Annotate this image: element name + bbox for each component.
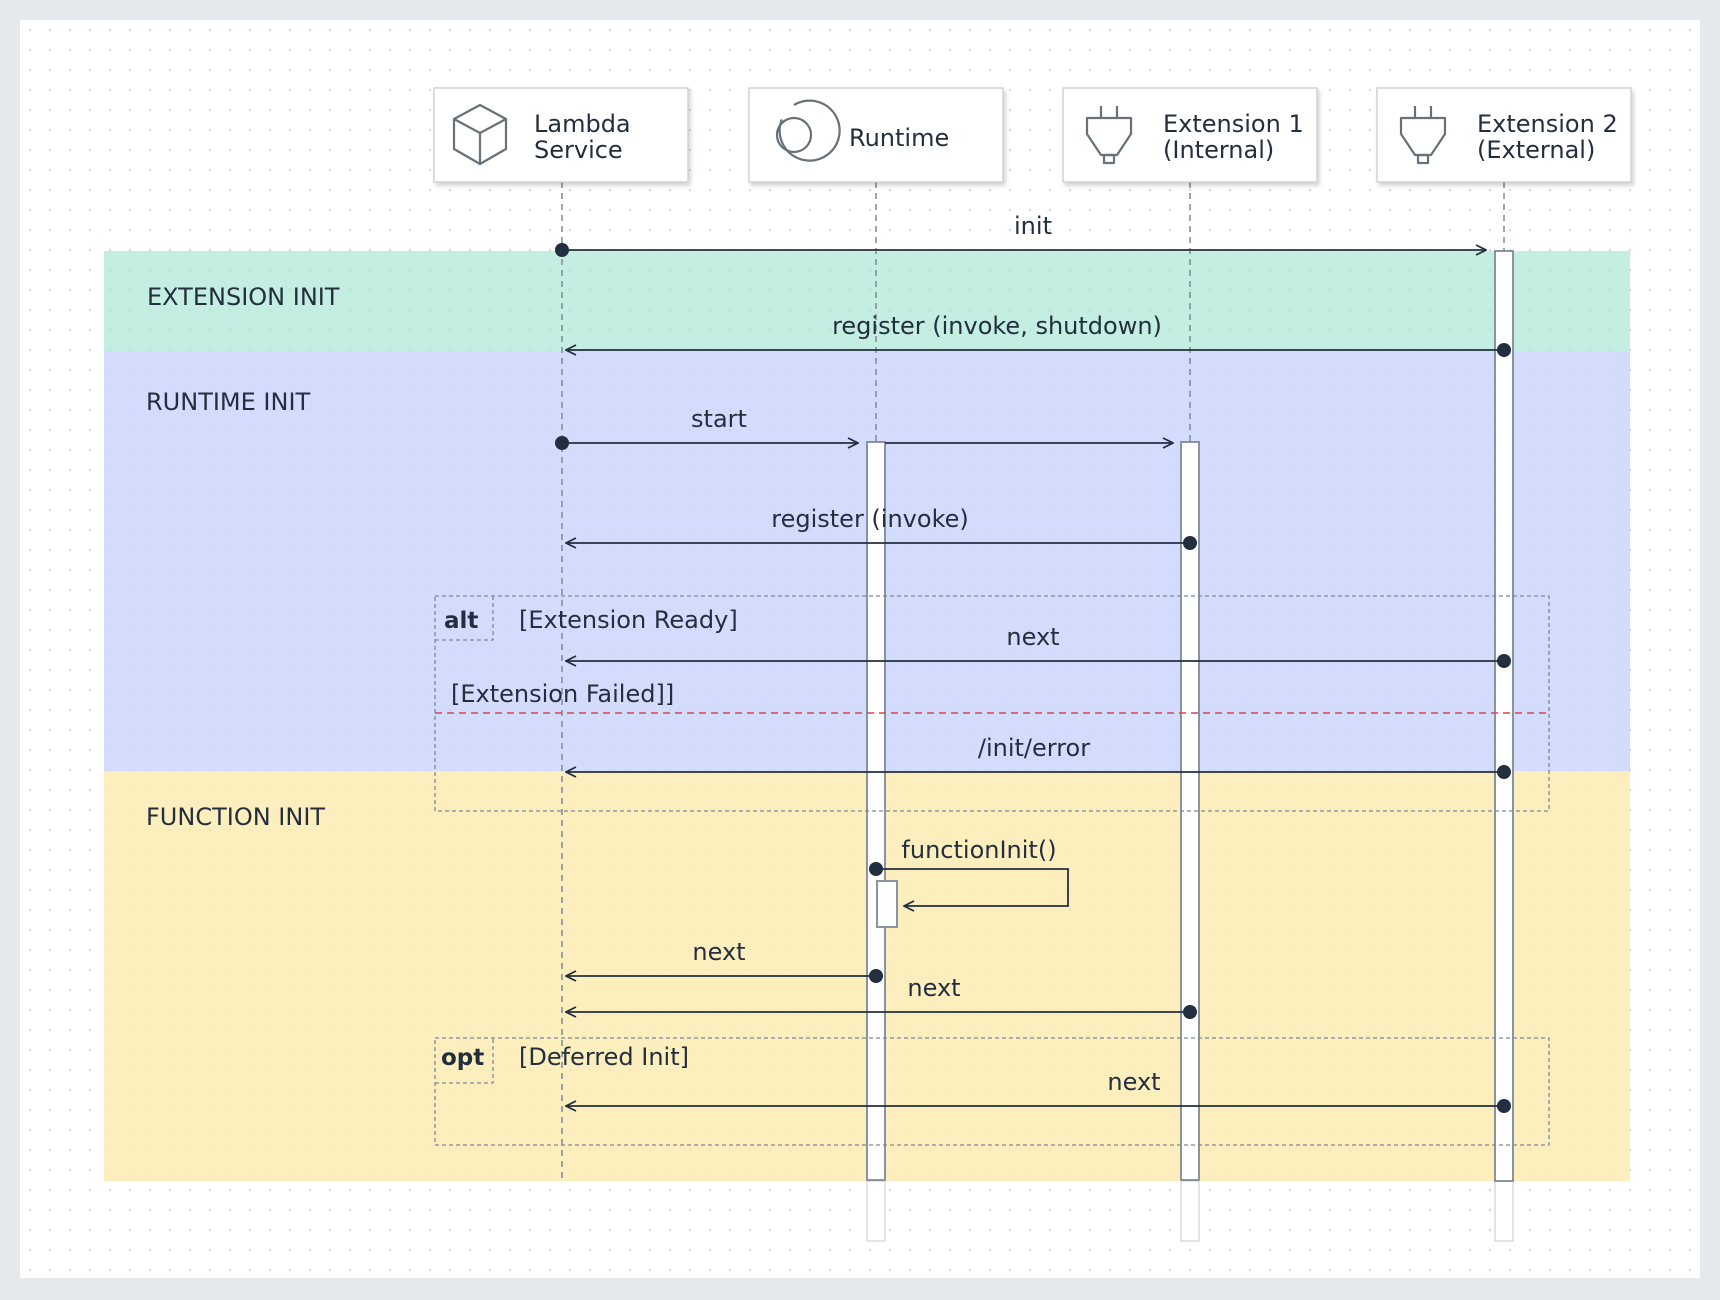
message-register-ext1-label: register (invoke) xyxy=(771,505,968,533)
message-next-deferred-origin-dot xyxy=(1497,1099,1511,1113)
participant-extension-2-line2: (External) xyxy=(1477,136,1595,164)
message-function-init-arrow xyxy=(876,868,1069,906)
message-start-label: start xyxy=(691,405,747,433)
opt-frame-keyword: opt xyxy=(441,1045,484,1071)
phase-label-runtime-init: RUNTIME INIT xyxy=(146,388,311,416)
cube-icon xyxy=(452,103,508,166)
participant-lambda-service: Lambda Service xyxy=(433,87,689,183)
participant-extension-1-line1: Extension 1 xyxy=(1163,110,1304,138)
message-init-label: init xyxy=(1014,212,1052,240)
message-function-init-origin-dot xyxy=(869,862,883,876)
phase-label-extension-init: EXTENSION INIT xyxy=(147,283,340,311)
message-next-deferred-label: next xyxy=(1107,1068,1160,1096)
activation-tail-runtime xyxy=(866,1180,886,1242)
plug-icon xyxy=(1085,106,1133,165)
participant-box-extension-2 xyxy=(1376,87,1632,183)
participant-extension-2-line1: Extension 2 xyxy=(1477,110,1618,138)
message-register-ext2-label: register (invoke, shutdown) xyxy=(832,312,1162,340)
runtime-ring-icon xyxy=(775,99,841,162)
activation-tail-extension-1 xyxy=(1180,1180,1200,1242)
participant-box-runtime xyxy=(748,87,1004,183)
message-init-origin-dot xyxy=(555,243,569,257)
alt-frame-else-guard: [Extension Failed]] xyxy=(451,680,674,708)
participant-lambda-service-line2: Service xyxy=(534,136,623,164)
participant-box-lambda-service xyxy=(433,87,689,183)
alt-frame-guard: [Extension Ready] xyxy=(519,606,738,634)
message-next-runtime-label: next xyxy=(692,938,745,966)
message-function-init-label: functionInit() xyxy=(901,836,1056,864)
activation-tail-extension-2 xyxy=(1494,1180,1514,1242)
alt-frame: alt [Extension Ready] [Extension Failed]… xyxy=(434,595,1550,812)
participant-lambda-service-line1: Lambda xyxy=(534,110,631,138)
alt-frame-tab xyxy=(435,596,494,641)
opt-frame-tab xyxy=(435,1038,494,1084)
activation-bar-extension-2 xyxy=(1494,250,1514,1182)
opt-frame-guard: [Deferred Init] xyxy=(519,1043,689,1071)
message-next-ext-ready-origin-dot xyxy=(1497,654,1511,668)
alt-frame-keyword: alt xyxy=(444,608,478,634)
participant-runtime: Runtime xyxy=(748,87,1004,183)
alt-frame-border xyxy=(434,595,1550,812)
message-init-error-origin-dot xyxy=(1497,765,1511,779)
message-next-ext-ready-label: next xyxy=(1006,623,1059,651)
message-next-runtime-origin-dot xyxy=(869,969,883,983)
message-register-ext2-origin-dot xyxy=(1497,343,1511,357)
plug-icon xyxy=(1399,106,1447,165)
opt-frame: opt [Deferred Init] xyxy=(434,1037,1550,1146)
participant-extension-1: Extension 1 (Internal) xyxy=(1062,87,1318,183)
participant-extension-1-line2: (Internal) xyxy=(1163,136,1274,164)
message-init-error-label: /init/error xyxy=(978,734,1090,762)
activation-bar-function-init xyxy=(876,880,898,928)
message-start-origin-dot xyxy=(555,436,569,450)
participant-runtime-line1: Runtime xyxy=(849,124,949,152)
message-register-ext1-origin-dot xyxy=(1183,536,1197,550)
participant-box-extension-1 xyxy=(1062,87,1318,183)
message-next-ext1-origin-dot xyxy=(1183,1005,1197,1019)
opt-frame-border xyxy=(434,1037,1550,1146)
message-next-ext1-label: next xyxy=(907,974,960,1002)
participant-extension-2: Extension 2 (External) xyxy=(1376,87,1632,183)
phase-label-function-init: FUNCTION INIT xyxy=(146,803,325,831)
